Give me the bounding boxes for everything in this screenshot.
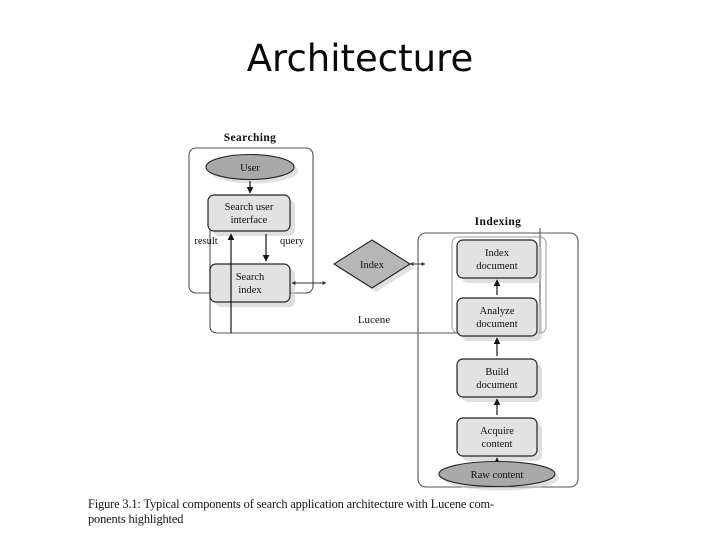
node-user-label: User [240,163,260,174]
node-raw-content-shape [438,460,556,488]
node-search-user-interface-label-1: Search user [225,202,274,213]
figure-caption: Figure 3.1: Typical components of search… [88,497,642,527]
edge-result-label: result [194,236,217,247]
node-index-document-label-2: document [476,261,517,272]
node-raw-content-label: Raw content [471,470,524,481]
node-search-user-interface-label-2: interface [231,215,268,226]
node-search-index-label-1: Search [236,272,265,283]
node-index-label: Index [360,260,385,271]
node-acquire-content-label-2: content [482,439,513,450]
node-analyze-document-shape [456,297,538,337]
node-acquire-content[interactable]: Acquire content [456,417,542,461]
node-search-user-interface-shape [207,194,291,232]
searching-group-label: Searching [224,132,277,144]
node-search-index[interactable]: Search index [209,263,295,307]
node-build-document[interactable]: Build document [456,358,542,402]
node-index-document-shape [456,239,538,279]
figure-caption-line-1: Figure 3.1: Typical components of search… [88,497,495,511]
node-index-shape [332,239,412,289]
node-build-document-shape [456,358,538,398]
architecture-flowchart-svg: Lucene Searching User Search user interf… [188,132,579,491]
page-title: Architecture [246,37,474,80]
node-search-index-label-2: index [238,285,262,296]
figure-caption-line-2: ponents highlighted [88,512,184,526]
node-index-document[interactable]: Index document [456,239,542,283]
node-index-document-label-1: Index [485,248,510,259]
node-user[interactable]: User [205,153,298,184]
figure-diagram: Lucene Searching User Search user interf… [0,120,720,540]
node-acquire-content-label-1: Acquire [480,426,514,437]
node-acquire-content-shape [456,417,538,457]
node-build-document-label-1: Build [485,367,509,378]
node-index[interactable]: Index [332,239,414,292]
indexing-group-label: Indexing [475,216,522,228]
node-analyze-document-label-1: Analyze [480,306,515,317]
node-search-index-shape [209,263,291,303]
edge-query-label: query [280,236,305,247]
node-search-user-interface[interactable]: Search user interface [207,194,295,236]
lucene-group-label: Lucene [358,314,390,326]
node-analyze-document-label-2: document [476,319,517,330]
node-raw-content[interactable]: Raw content [438,460,559,491]
node-build-document-label-2: document [476,380,517,391]
node-user-shape [205,153,295,181]
node-analyze-document[interactable]: Analyze document [456,297,542,341]
